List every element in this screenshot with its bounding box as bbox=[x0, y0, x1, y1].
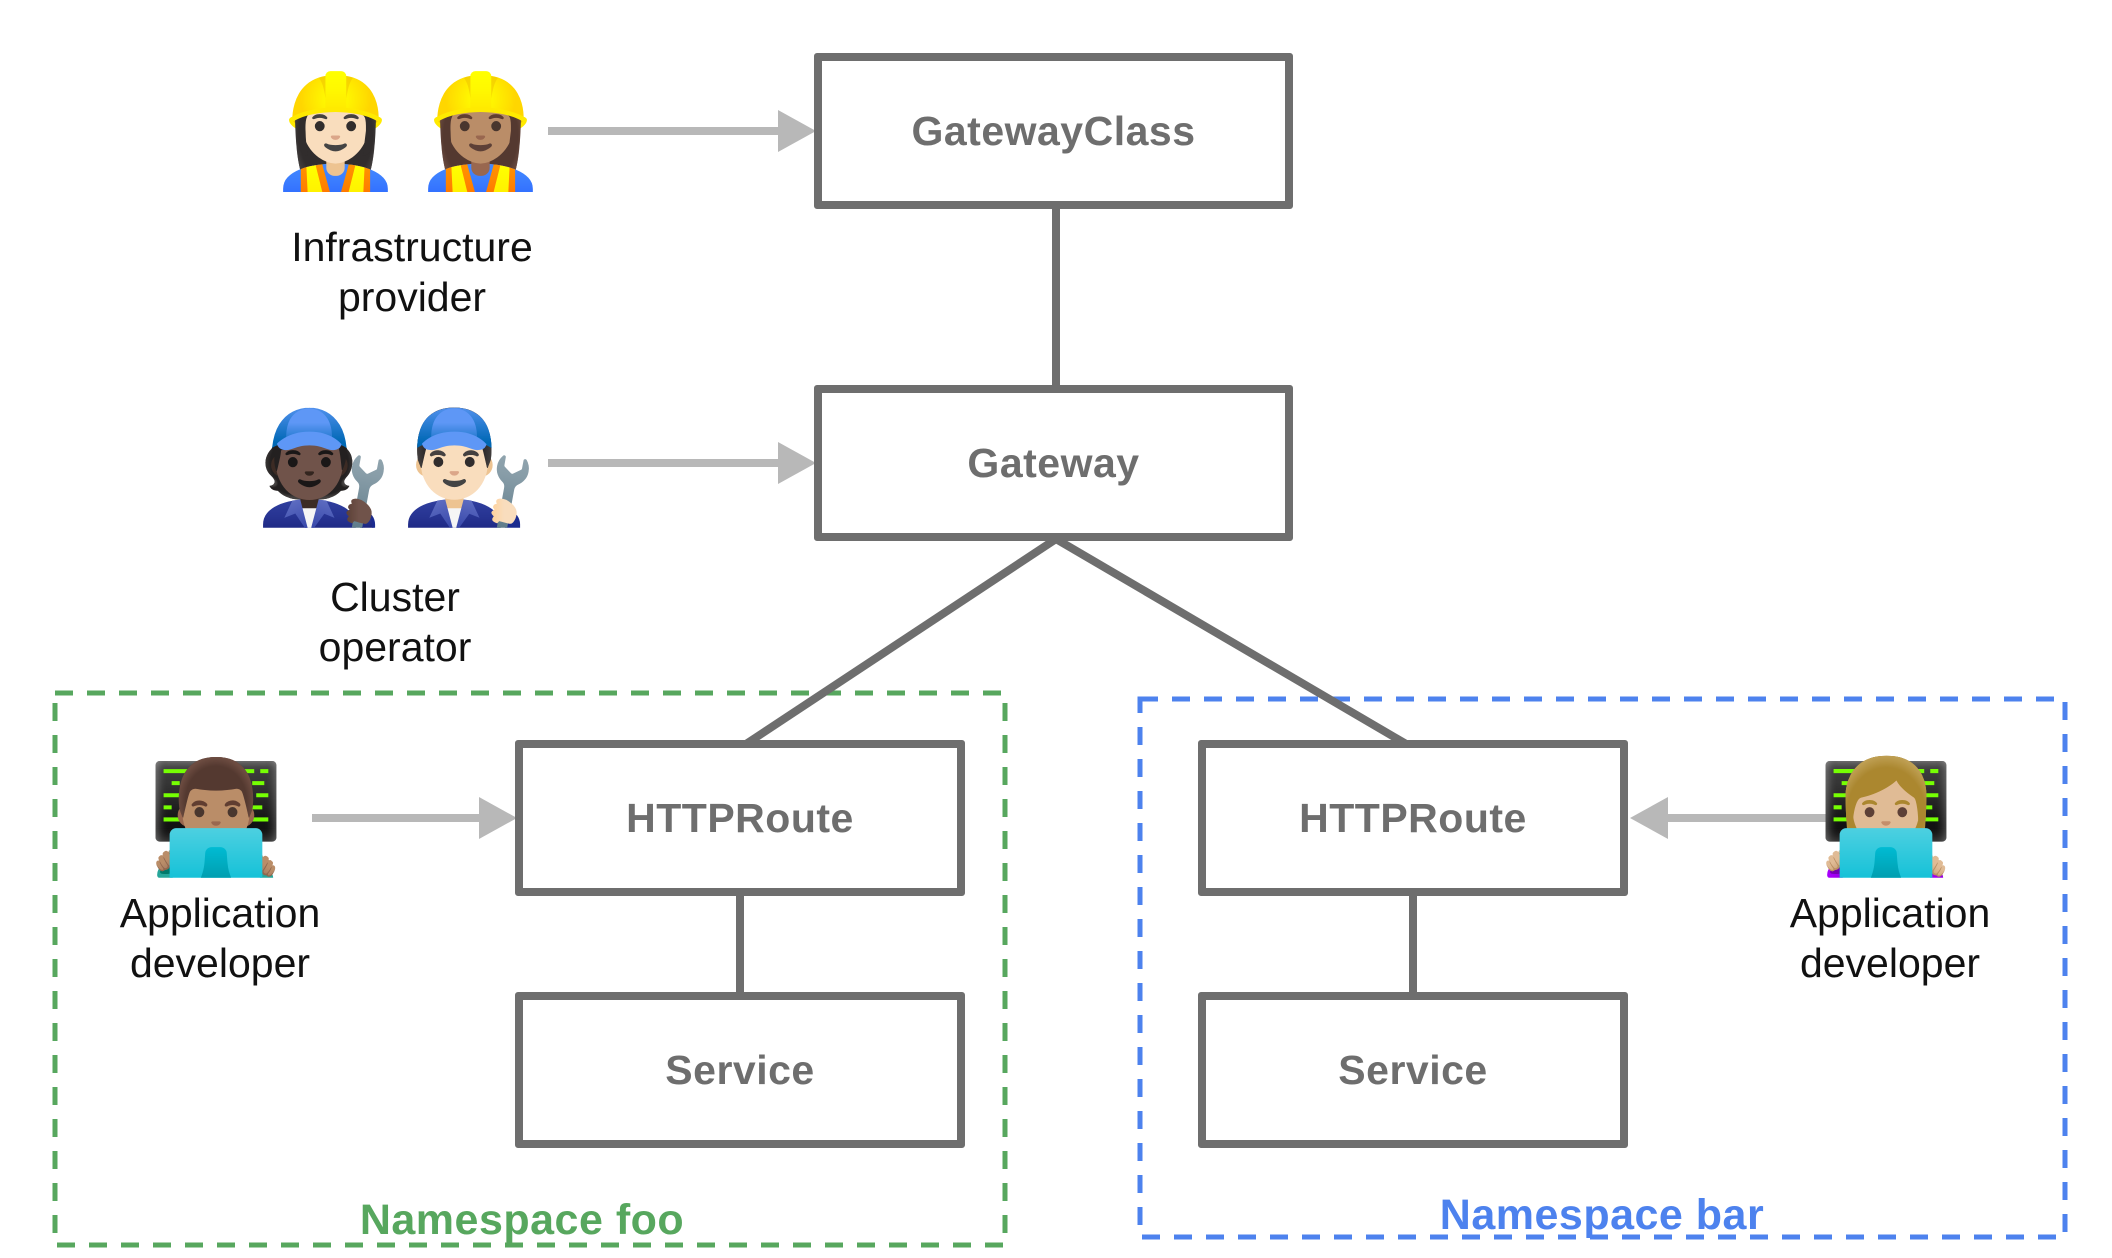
service-bar-node: Service bbox=[1198, 992, 1628, 1148]
httproute-foo-label: HTTPRoute bbox=[626, 794, 854, 841]
service-bar-label: Service bbox=[1338, 1046, 1488, 1093]
arrow-app-developer-foo bbox=[312, 797, 517, 839]
arrowhead-icon bbox=[778, 110, 816, 152]
connector-gateway-httproute-foo bbox=[737, 535, 1059, 752]
connector-gateway-httproute-bar bbox=[1053, 535, 1416, 752]
application-developer-foo-label: Application developer bbox=[119, 890, 321, 986]
cluster-operator-label: Cluster operator bbox=[318, 574, 472, 670]
man-technologist-emoji: 👨🏽‍💻 bbox=[147, 756, 293, 879]
namespace-bar-boundary bbox=[1137, 696, 2068, 1240]
infrastructure-provider-label: Infrastructure provider bbox=[291, 224, 533, 320]
service-foo-label: Service bbox=[665, 1046, 815, 1093]
mechanic-emoji: 🧑🏿‍🔧👨🏻‍🔧 bbox=[255, 406, 545, 529]
gateway-node: Gateway bbox=[814, 385, 1293, 541]
service-foo-node: Service bbox=[515, 992, 965, 1148]
application-developer-bar-label: Application developer bbox=[1789, 890, 1991, 986]
arrow-infrastructure-provider bbox=[548, 110, 816, 152]
namespace-bar-label: Namespace bar bbox=[1439, 1191, 1765, 1239]
httproute-bar-label: HTTPRoute bbox=[1299, 794, 1527, 841]
arrow-app-developer-bar bbox=[1630, 797, 1843, 839]
namespace-foo-boundary bbox=[52, 690, 1008, 1248]
namespace-foo-label: Namespace foo bbox=[359, 1196, 685, 1244]
arrowhead-icon bbox=[479, 797, 517, 839]
woman-technologist-emoji: 👩🏼‍💻 bbox=[1817, 756, 1963, 879]
gatewayclass-label: GatewayClass bbox=[911, 107, 1196, 154]
gateway-label: Gateway bbox=[967, 439, 1140, 486]
arrow-cluster-operator bbox=[548, 442, 816, 484]
httproute-bar-node: HTTPRoute bbox=[1198, 740, 1628, 896]
arrowhead-icon bbox=[1630, 797, 1668, 839]
construction-worker-emoji: 👷🏻‍♀️👷🏽‍♀️ bbox=[267, 70, 557, 193]
httproute-foo-node: HTTPRoute bbox=[515, 740, 965, 896]
gatewayclass-node: GatewayClass bbox=[814, 53, 1293, 209]
arrowhead-icon bbox=[778, 442, 816, 484]
